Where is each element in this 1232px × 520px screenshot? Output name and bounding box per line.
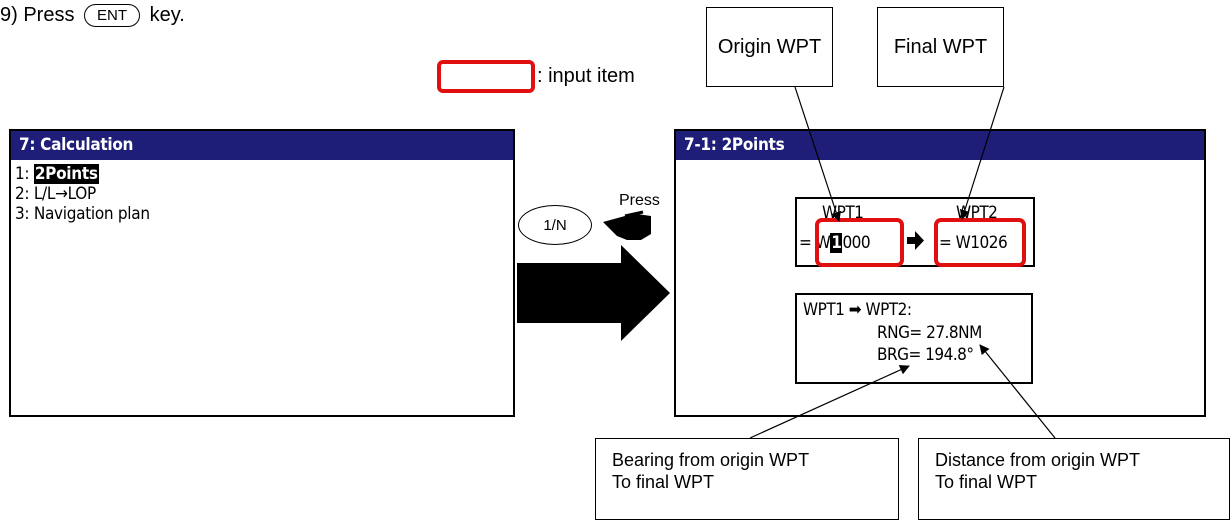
bearing-callout-line1: Bearing from origin WPT <box>612 450 810 470</box>
wpt1-prefix: = W <box>799 233 831 253</box>
bearing-value: BRG= 194.8° <box>877 345 974 365</box>
menu-item-label: Navigation plan <box>33 204 150 224</box>
result-header: WPT1 ➡ WPT2: <box>803 300 912 320</box>
key-1n-label: 1/N <box>543 216 567 234</box>
wpt2-input-highlight <box>934 218 1026 267</box>
wpt1-cursor: 1 <box>830 233 843 253</box>
menu-item-label-selected: 2Points <box>33 164 99 184</box>
distance-callout-line1: Distance from origin WPT <box>935 450 1141 470</box>
wpt1-input-highlight <box>815 218 904 267</box>
range-value: RNG= 27.8NM <box>877 323 982 343</box>
menu-item-num: 3: <box>15 204 34 224</box>
menu-item-navigation-plan[interactable]: 3: Navigation plan <box>15 204 513 224</box>
origin-wpt-callout: Origin WPT <box>706 7 833 87</box>
menu-item-ll-lop[interactable]: 2: L/L→LOP <box>15 184 513 204</box>
wpt2-field[interactable]: = W1026 <box>939 233 1008 253</box>
distance-pointer <box>979 344 1056 439</box>
two-points-screen-title: 7-1: 2Points <box>676 131 1204 160</box>
bearing-callout: Bearing from origin WPT To final WPT <box>595 438 899 520</box>
menu-item-num: 2: <box>15 184 34 204</box>
final-pointer <box>959 86 1005 220</box>
origin-pointer <box>794 86 841 222</box>
wpt-result-panel <box>795 293 1033 384</box>
legend-text: : input item <box>537 65 635 87</box>
calculation-screen: 7: Calculation 1: 2Points 2: L/L→LOP 3: … <box>9 129 515 417</box>
legend-swatch <box>437 60 535 93</box>
step-prefix: 9) Press <box>0 4 75 26</box>
press-label: Press <box>619 192 660 209</box>
step-suffix: key. <box>149 4 185 26</box>
bearing-callout-line2: To final WPT <box>612 472 715 492</box>
menu-item-2points[interactable]: 1: 2Points <box>15 164 513 184</box>
final-wpt-callout: Final WPT <box>877 7 1004 87</box>
final-wpt-callout-label: Final WPT <box>893 35 988 58</box>
wpt-arrow-icon <box>907 231 924 250</box>
menu-item-label: L/L→LOP <box>33 184 96 204</box>
pointing-hand-icon <box>603 210 651 240</box>
distance-callout-line2: To final WPT <box>935 472 1038 492</box>
calculation-screen-title: 7: Calculation <box>11 131 513 160</box>
ent-key: ENT <box>84 4 141 28</box>
big-right-arrow <box>517 245 670 341</box>
origin-wpt-callout-label: Origin WPT <box>717 35 822 58</box>
calculation-menu: 1: 2Points 2: L/L→LOP 3: Navigation plan <box>11 160 513 224</box>
bearing-pointer <box>749 365 910 439</box>
menu-item-num: 1: <box>15 164 34 184</box>
key-1n-button: 1/N <box>518 205 592 245</box>
step-instruction: 9) Press ENT key. <box>0 4 185 28</box>
wpt1-field[interactable]: = W1000 <box>799 233 871 253</box>
distance-callout: Distance from origin WPT To final WPT <box>918 438 1230 520</box>
wpt1-rest: 000 <box>842 233 871 253</box>
